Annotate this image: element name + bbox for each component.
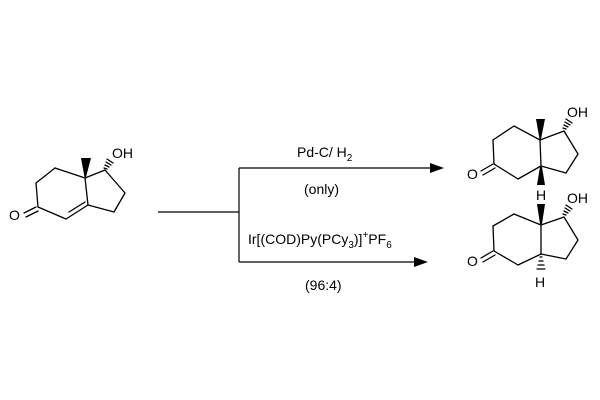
lower-conditions: Ir[(COD)Py(PCy3)]+PF6 (96:4): [248, 230, 392, 293]
upper-selectivity: (only): [304, 181, 339, 197]
lower-reagent: Ir[(COD)Py(PCy3)]+PF6: [248, 230, 392, 251]
hydroxyl-label: OH: [112, 145, 133, 161]
ketone-bond: [23, 206, 37, 214]
lower-selectivity: (96:4): [305, 277, 342, 293]
hydroxyl-label: OH: [567, 104, 588, 120]
methyl-wedge-bond: [81, 158, 91, 177]
ketone-bond: [480, 163, 494, 172]
trans-product: OH H O: [467, 190, 588, 290]
five-membered-ring: [84, 169, 126, 213]
hydrogen-label: H: [536, 187, 546, 203]
reaction-arrows: [158, 163, 444, 267]
hydroxyl-label: OH: [567, 190, 588, 206]
ketone-oxygen-label: O: [467, 253, 478, 269]
cis-product: OH H O: [467, 104, 588, 203]
six-membered-ring: [492, 125, 542, 180]
upper-conditions: Pd-C/ H2 (only): [297, 144, 353, 197]
hydrogen-label: H: [535, 274, 545, 290]
ketone-oxygen-label: O: [9, 207, 20, 223]
hydroxyl-hashed-bond: [103, 158, 114, 170]
methyl-wedge-bond: [537, 204, 545, 224]
hydroxyl-hashed-bond: [562, 204, 573, 216]
starting-material: OH O: [9, 145, 133, 223]
six-membered-ring: [35, 167, 89, 220]
five-membered-ring: [540, 216, 579, 260]
upper-arrowhead: [430, 163, 444, 173]
hydrogen-hashed-bond: [536, 256, 546, 270]
hydrogen-wedge-bond: [537, 167, 545, 185]
six-membered-ring: [492, 213, 542, 266]
five-membered-ring: [539, 130, 579, 174]
lower-arrowhead: [414, 257, 428, 267]
upper-reagent: Pd-C/ H2: [297, 144, 353, 164]
ketone-oxygen-label: O: [467, 166, 478, 182]
ketone-bond: [480, 250, 494, 259]
methyl-wedge-bond: [536, 119, 545, 139]
hydroxyl-hashed-bond: [562, 118, 573, 130]
